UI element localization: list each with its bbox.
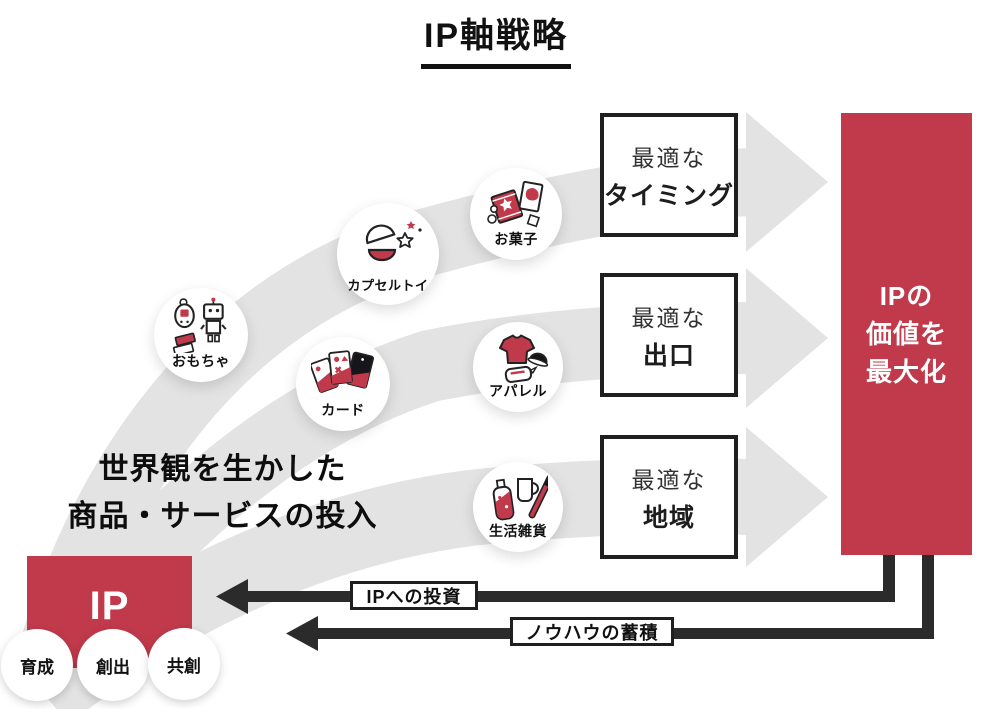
- product-label: 生活雑貨: [489, 523, 547, 539]
- activity-circle-ikusei: 育成: [1, 629, 73, 701]
- cards-icon: [311, 350, 375, 393]
- activity-label: 創出: [96, 657, 130, 677]
- goal-box-line3: 最大化: [865, 357, 947, 387]
- goal-box-line2: 価値を: [865, 319, 947, 349]
- feedback-arrow-1-shaft: [242, 591, 895, 602]
- product-circle-household-goods: 生活雑貨: [473, 462, 563, 552]
- stage-box-region: 最適な 地域: [600, 435, 738, 559]
- activity-label: 共創: [167, 656, 201, 676]
- left-message-line1: 世界観を生かした: [98, 453, 347, 486]
- product-label: お菓子: [494, 231, 538, 247]
- household-goods-icon: [492, 474, 548, 521]
- feedback-label-text: IPへの投資: [366, 586, 462, 607]
- capsule-toy-icon: [365, 221, 422, 262]
- stage-box-line2: 地域: [642, 503, 695, 532]
- product-circle-capsule-toy: カプセルトイ: [337, 203, 439, 305]
- apparel-icon: [499, 334, 549, 383]
- stage-box-line2: タイミング: [604, 181, 735, 210]
- page-title-text: IP軸戦略: [423, 17, 569, 55]
- product-circle-cards: カード: [296, 337, 390, 431]
- product-label: アパレル: [489, 383, 547, 399]
- product-label: おもちゃ: [172, 353, 230, 369]
- activity-circle-kyousou: 共創: [148, 628, 220, 700]
- flow-arrowhead-top: [746, 112, 828, 252]
- product-circle-toys: おもちゃ: [154, 288, 248, 382]
- feedback-arrow-2-head: [286, 616, 318, 651]
- feedback-label-knowhow: ノウハウの蓄積: [510, 617, 674, 646]
- product-circle-apparel: アパレル: [473, 322, 563, 412]
- stage-box-line1: 最適な: [631, 466, 707, 493]
- page-title: IP軸戦略: [0, 8, 992, 69]
- flow-arrowhead-middle: [746, 268, 828, 408]
- stage-box-timing: 最適な タイミング: [600, 113, 738, 237]
- toy-icon: [172, 297, 227, 353]
- stage-box-line2: 出口: [642, 341, 695, 370]
- left-message: 世界観を生かした 商品・サービスの投入: [15, 446, 430, 540]
- left-message-line2: 商品・サービスの投入: [67, 500, 378, 533]
- activity-label: 育成: [20, 657, 54, 677]
- stage-box-exit: 最適な 出口: [600, 273, 738, 397]
- product-label: カプセルトイ: [347, 278, 429, 293]
- ip-box-label: IP: [89, 583, 130, 628]
- stage-box-line1: 最適な: [631, 144, 707, 171]
- activity-circle-soushutsu: 創出: [77, 629, 149, 701]
- product-circle-sweets: お菓子: [470, 168, 562, 260]
- feedback-connector-1: [883, 553, 895, 602]
- flow-arrowhead-bottom: [746, 427, 828, 567]
- sweets-icon: [487, 180, 544, 228]
- feedback-label-text: ノウハウの蓄積: [525, 622, 659, 643]
- goal-box: IPの 価値を 最大化: [841, 113, 972, 555]
- title-underline: [421, 64, 571, 69]
- feedback-connector-2: [922, 553, 934, 638]
- product-label: カード: [321, 402, 365, 418]
- goal-box-line1: IPの: [879, 281, 934, 311]
- flow-arrowheads: [746, 112, 828, 567]
- feedback-label-ip-investment: IPへの投資: [350, 581, 478, 610]
- stage-box-line1: 最適な: [631, 304, 707, 331]
- feedback-arrow-1-head: [216, 579, 248, 614]
